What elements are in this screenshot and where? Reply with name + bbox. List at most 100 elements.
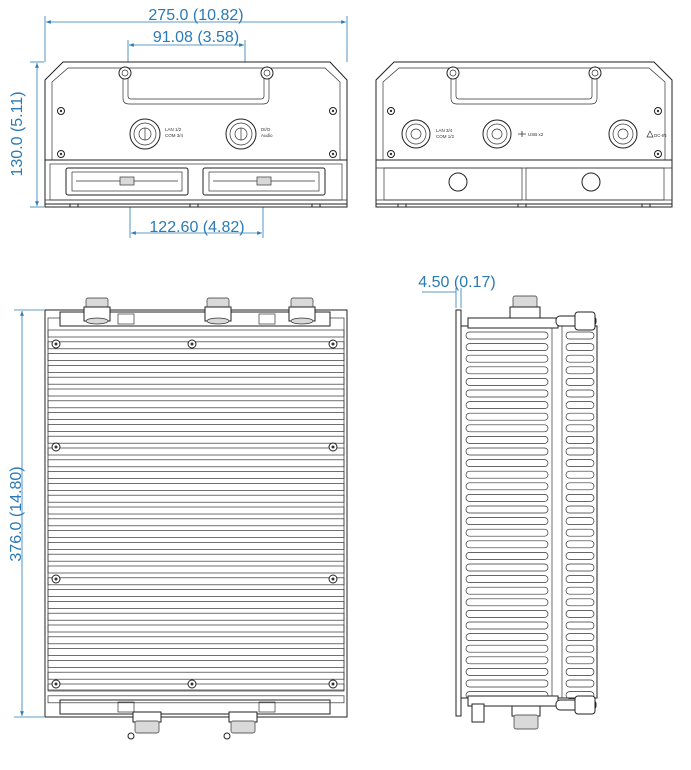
front-left-label-1: LAN 1/2	[165, 127, 182, 132]
side-fin	[565, 656, 595, 665]
side-fin	[565, 575, 595, 583]
side-fin	[565, 598, 595, 607]
fin	[47, 483, 345, 491]
bottom-knob-icon	[223, 711, 258, 740]
fin	[47, 447, 345, 456]
side-fin	[565, 540, 595, 549]
side-fin	[565, 470, 595, 479]
side-fin	[565, 563, 595, 572]
side-fin	[465, 401, 549, 409]
side-fin	[565, 389, 595, 398]
side-fin	[465, 528, 549, 537]
side-fin	[465, 656, 549, 665]
side-fin	[565, 366, 595, 375]
fin	[47, 353, 345, 361]
front-slot-left	[65, 167, 189, 196]
side-fin	[565, 668, 595, 676]
side-fin	[465, 598, 549, 607]
dim-length: 376.0 (14.80)	[8, 466, 25, 561]
bottom-knob-icon	[127, 711, 162, 740]
fin	[47, 329, 345, 338]
side-fin	[465, 389, 549, 398]
fin	[47, 494, 345, 503]
side-fin	[465, 482, 549, 491]
top-knob-icon	[204, 297, 232, 325]
side-fin	[465, 621, 549, 630]
front-right-label-2: Audio	[261, 133, 273, 138]
fin	[47, 341, 345, 350]
rear-right-connector-icon	[608, 119, 638, 149]
rear-left-connector-icon	[401, 119, 431, 149]
fin	[47, 530, 345, 538]
fin	[47, 506, 345, 515]
front-right-label-1: DI/O	[261, 127, 271, 132]
side-fin	[565, 505, 595, 514]
side-fin	[565, 401, 595, 409]
side-fin	[465, 586, 549, 595]
side-fin	[465, 354, 549, 363]
heat-sink-fins	[47, 329, 345, 704]
side-fin	[465, 552, 549, 560]
side-fin	[565, 436, 595, 444]
fin	[47, 435, 345, 444]
side-fin	[465, 459, 549, 467]
side-fin	[565, 459, 595, 467]
side-fin	[565, 331, 595, 340]
side-fin	[465, 447, 549, 456]
fin	[47, 695, 345, 704]
side-fin	[465, 505, 549, 514]
side-fin	[565, 586, 595, 595]
side-view	[422, 288, 598, 730]
side-fin	[565, 621, 595, 630]
top-view	[14, 297, 348, 740]
fin	[47, 424, 345, 432]
side-fin	[565, 528, 595, 537]
side-fin	[565, 644, 595, 653]
side-fin	[565, 343, 595, 351]
fin	[47, 601, 345, 609]
front-left-label-2: COM 3/4	[165, 133, 184, 138]
top-view-screws	[51, 339, 338, 689]
side-fin	[565, 424, 595, 433]
fin	[47, 589, 345, 597]
fin	[47, 671, 345, 680]
fin	[47, 648, 345, 656]
side-fin	[465, 679, 549, 688]
side-fin	[465, 540, 549, 549]
side-fin	[565, 517, 595, 525]
usb-label: USB x2	[528, 132, 544, 137]
side-fin	[465, 668, 549, 676]
fin	[47, 459, 345, 468]
side-fin	[465, 644, 549, 653]
side-fin	[565, 378, 595, 386]
side-fin	[465, 563, 549, 572]
side-fin	[565, 482, 595, 491]
side-fin	[465, 366, 549, 375]
fin	[47, 612, 345, 621]
front-right-connector-icon	[225, 118, 257, 150]
side-fin	[565, 354, 595, 363]
rear-left-label-1: LAN 3/4	[436, 128, 453, 133]
fin	[47, 518, 345, 527]
fin	[47, 365, 345, 373]
side-fin	[565, 552, 595, 560]
side-fin	[465, 517, 549, 525]
fin	[47, 660, 345, 668]
side-fin	[565, 679, 595, 688]
fin	[47, 376, 345, 385]
side-fin	[565, 633, 595, 641]
fin	[47, 471, 345, 479]
fin	[47, 388, 345, 397]
front-slot-right	[202, 167, 326, 196]
warning-icon	[646, 130, 654, 138]
side-fin	[465, 575, 549, 583]
fin	[47, 542, 345, 550]
top-knob-icon	[288, 297, 316, 325]
fin	[47, 565, 345, 574]
fin	[47, 624, 345, 633]
dim-width-total: 275.0 (10.82)	[148, 7, 243, 24]
side-fin	[465, 494, 549, 502]
dc-in-label: DC-IN	[654, 133, 667, 138]
fin	[47, 636, 345, 645]
